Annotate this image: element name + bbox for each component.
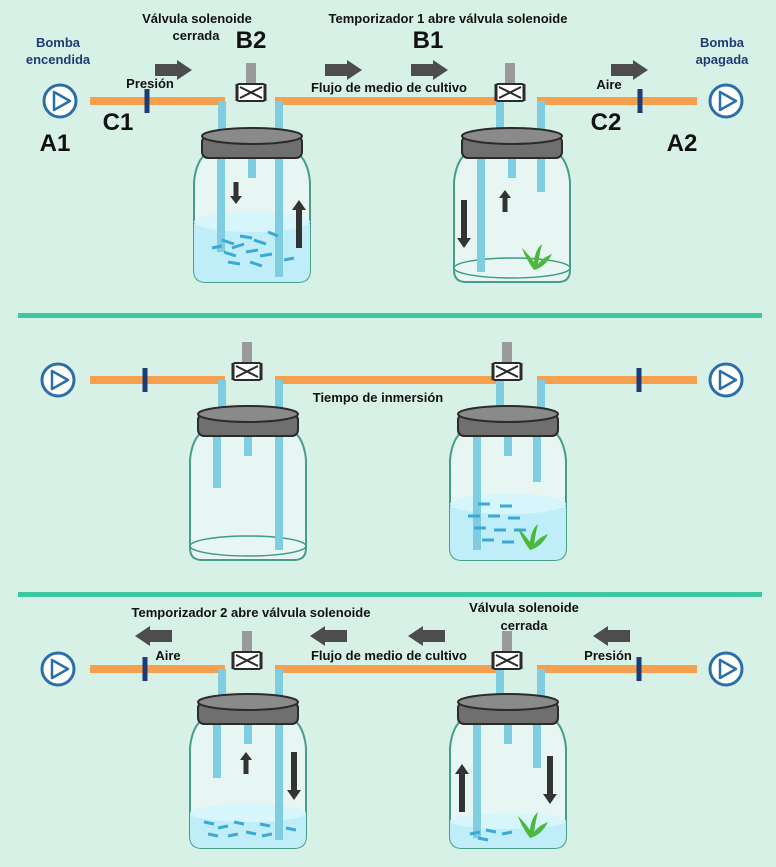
air-filter-icon xyxy=(142,657,148,681)
explant-fragments xyxy=(468,502,526,544)
tag-c1: C1 xyxy=(103,109,134,136)
flow-arrow-icon xyxy=(411,60,448,80)
pressure-label: Presión xyxy=(126,76,174,91)
air-label: Aire xyxy=(596,77,621,92)
pump-icon-right[interactable] xyxy=(708,83,744,119)
tag-a1: A1 xyxy=(40,130,71,157)
valve-b2-label-1: Válvula solenoide xyxy=(142,11,252,26)
tube-c2 xyxy=(537,97,697,105)
jar-left xyxy=(189,405,307,561)
tag-b2: B2 xyxy=(236,27,267,54)
air-filter-icon-c1 xyxy=(144,89,150,113)
panel-3: Temporizador 2 abre válvula solenoide Vá… xyxy=(40,600,744,849)
pump-icon-left[interactable] xyxy=(40,362,76,398)
immersion-label: Tiempo de inmersión xyxy=(313,390,444,405)
air-filter-icon-c2 xyxy=(637,89,643,113)
pump-right-label-2: apagada xyxy=(696,52,750,67)
pump-right-label-1: Bomba xyxy=(700,35,745,50)
tag-b1: B1 xyxy=(413,27,444,54)
solenoid-valve-icon-b2 xyxy=(235,61,267,103)
solenoid-valve-icon xyxy=(491,340,523,382)
pump-icon-right[interactable] xyxy=(708,362,744,398)
tube-left xyxy=(90,376,225,384)
panel-2: Tiempo de inmersión xyxy=(40,340,744,561)
tube-middle xyxy=(275,376,500,384)
tag-c2: C2 xyxy=(591,109,622,136)
divider xyxy=(18,592,762,597)
flow-label: Flujo de medio de cultivo xyxy=(311,648,467,663)
pump-icon-left[interactable] xyxy=(40,651,76,687)
flow-arrow-icon xyxy=(408,626,445,646)
tube-left xyxy=(90,665,225,673)
pressure-label: Presión xyxy=(584,648,632,663)
jar-right xyxy=(453,127,571,283)
valve-label-1: Válvula solenoide xyxy=(469,600,579,615)
tube-right xyxy=(537,665,697,673)
timer-1-label: Temporizador 1 abre válvula solenoide xyxy=(329,11,568,26)
air-filter-icon xyxy=(636,657,642,681)
pump-icon-left[interactable] xyxy=(42,83,78,119)
valve-label-2: cerrada xyxy=(501,618,549,633)
solenoid-valve-icon-b1 xyxy=(494,61,526,103)
tag-a2: A2 xyxy=(667,130,698,157)
solenoid-valve-icon xyxy=(231,340,263,382)
tube-c1 xyxy=(90,97,225,105)
pump-icon-right[interactable] xyxy=(708,651,744,687)
tube-middle xyxy=(275,665,500,673)
flow-arrow-icon xyxy=(135,626,172,646)
explant-fragments xyxy=(211,230,295,268)
air-filter-icon xyxy=(142,368,148,392)
pump-left-label-1: Bomba xyxy=(36,35,81,50)
explant-fragments xyxy=(203,820,297,838)
divider xyxy=(18,313,762,318)
explant-fragments xyxy=(469,828,513,842)
timer-2-label: Temporizador 2 abre válvula solenoide xyxy=(132,605,371,620)
jar-left xyxy=(189,693,307,849)
jar-right xyxy=(449,405,567,561)
jar-right xyxy=(449,693,567,849)
tube-right xyxy=(537,376,697,384)
solenoid-valve-icon xyxy=(231,629,263,671)
flow-arrow-icon xyxy=(325,60,362,80)
solenoid-valve-icon xyxy=(491,629,523,671)
jar-left xyxy=(193,127,311,283)
flow-label: Flujo de medio de cultivo xyxy=(311,80,467,95)
flow-arrow-icon xyxy=(310,626,347,646)
flow-arrow-icon xyxy=(593,626,630,646)
air-filter-icon xyxy=(636,368,642,392)
tube-middle xyxy=(275,97,500,105)
valve-b2-label-2: cerrada xyxy=(173,28,221,43)
panel-1: Bomba encendida Bomba apagada Válvula so… xyxy=(26,11,750,283)
air-label: Aire xyxy=(155,648,180,663)
pump-left-label-2: encendida xyxy=(26,52,91,67)
